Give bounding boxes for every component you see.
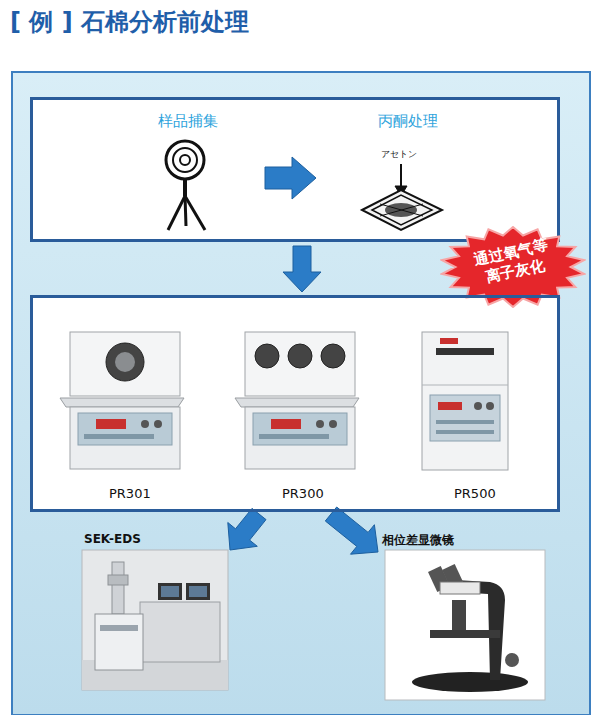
- sek-eds-photo-part: [95, 614, 143, 670]
- microscope-photo: [385, 550, 545, 700]
- sampler-icon-part: [185, 196, 205, 230]
- microscope-photo-part: [440, 582, 480, 594]
- pr301-device-part: [115, 352, 135, 372]
- pr500-device: [422, 332, 508, 470]
- sampler-icon-part: [180, 155, 190, 165]
- pr300-device-part: [321, 344, 345, 368]
- pr500-device-part: [436, 348, 494, 355]
- pr301-device: [60, 332, 184, 469]
- block-arrow: [228, 508, 266, 550]
- background-panel: [12, 72, 590, 715]
- background-panel-part: [30, 97, 560, 242]
- sek-eds-photo-part: [112, 562, 124, 614]
- pr301-device-part: [84, 434, 154, 439]
- pr301-device-part: [106, 343, 144, 381]
- diagram-title: [ 例 ] 石棉分析前处理: [10, 6, 249, 38]
- sek-eds-photo-part: [140, 602, 220, 662]
- microscope-photo-part: [452, 600, 466, 630]
- instrument-name: 相位差显微镜: [382, 533, 454, 548]
- pr300-device-part: [255, 344, 279, 368]
- sampler-icon-part: [168, 196, 185, 230]
- background-panel-part: [12, 72, 590, 715]
- background-panel-part: [30, 295, 560, 512]
- model-name: PR300: [282, 486, 324, 502]
- icon-caption: アセトン: [381, 150, 417, 159]
- pr300-device-part: [235, 398, 359, 407]
- pr301-device-part: [141, 420, 149, 428]
- pr500-device-part: [486, 402, 494, 410]
- pr300-device-part: [245, 332, 355, 396]
- microscope-photo-part: [505, 653, 519, 667]
- pr300-device-part: [253, 413, 347, 445]
- acetone-icon-part: [362, 190, 442, 230]
- pr500-device-part: [436, 430, 494, 434]
- pr301-device-part: [60, 398, 184, 407]
- sek-eds-photo-part: [161, 586, 179, 597]
- pr500-device-part: [440, 338, 458, 344]
- acetone-icon-part: [372, 195, 432, 225]
- pr500-device-part: [430, 395, 500, 441]
- sampler-icon-part: [185, 196, 186, 226]
- instrument-photo: 相位差显微镜: [378, 532, 548, 702]
- sampler-icon-part: [173, 148, 197, 172]
- instrument-name: SEK-EDS: [84, 532, 141, 547]
- sampler-icon: [166, 141, 205, 230]
- sampler-icon-part: [183, 179, 187, 196]
- pr301-device-part: [70, 332, 180, 396]
- step-label: 丙酮处理: [378, 112, 438, 131]
- acetone-icon: [362, 164, 442, 230]
- block-arrow: [325, 507, 378, 554]
- microscope-photo-part: [430, 630, 500, 638]
- step-label: 样品捕集: [158, 112, 218, 131]
- acetone-icon-part: [380, 204, 423, 216]
- sek-eds-photo-part: [186, 583, 210, 600]
- sek-eds-photo-part: [82, 550, 228, 690]
- pr500-device-part: [422, 332, 508, 470]
- sampler-icon-part: [166, 141, 204, 179]
- pr500-device-part: [422, 385, 508, 386]
- pr300-device-part: [271, 419, 301, 429]
- microscope-photo-part: [412, 672, 528, 692]
- equipment-frame: PR301 PR300 PR500: [30, 295, 560, 512]
- pr300-device-part: [245, 407, 355, 469]
- sek-eds-photo-part: [108, 575, 128, 585]
- pr301-device-part: [70, 407, 180, 469]
- sek-eds-photo: [82, 550, 228, 690]
- pr301-device-part: [96, 419, 126, 429]
- pr300-device-part: [259, 434, 329, 439]
- pr500-device-part: [474, 402, 482, 410]
- pr300-device: [235, 332, 359, 469]
- instrument-photo: SEK-EDS: [80, 530, 230, 692]
- pr300-device-part: [316, 420, 324, 428]
- sek-eds-photo-part: [189, 586, 207, 597]
- pr300-device-part: [288, 344, 312, 368]
- block-arrow: [283, 246, 321, 292]
- pr301-device-part: [78, 413, 172, 445]
- sek-eds-photo-part: [158, 583, 182, 600]
- pr301-device-part: [154, 420, 162, 428]
- microscope-photo-part: [385, 550, 545, 700]
- model-name: PR500: [454, 486, 496, 502]
- pr500-device-part: [438, 402, 462, 410]
- pr300-device-part: [329, 420, 337, 428]
- acetone-icon-part: [380, 204, 423, 216]
- sek-eds-photo-part: [100, 625, 138, 631]
- process-arrow: [265, 157, 316, 199]
- model-name: PR301: [109, 486, 151, 502]
- pr500-device-part: [436, 420, 494, 424]
- process-arrow-part: [265, 157, 316, 199]
- process-frame: 样品捕集 丙酮处理: [30, 97, 560, 242]
